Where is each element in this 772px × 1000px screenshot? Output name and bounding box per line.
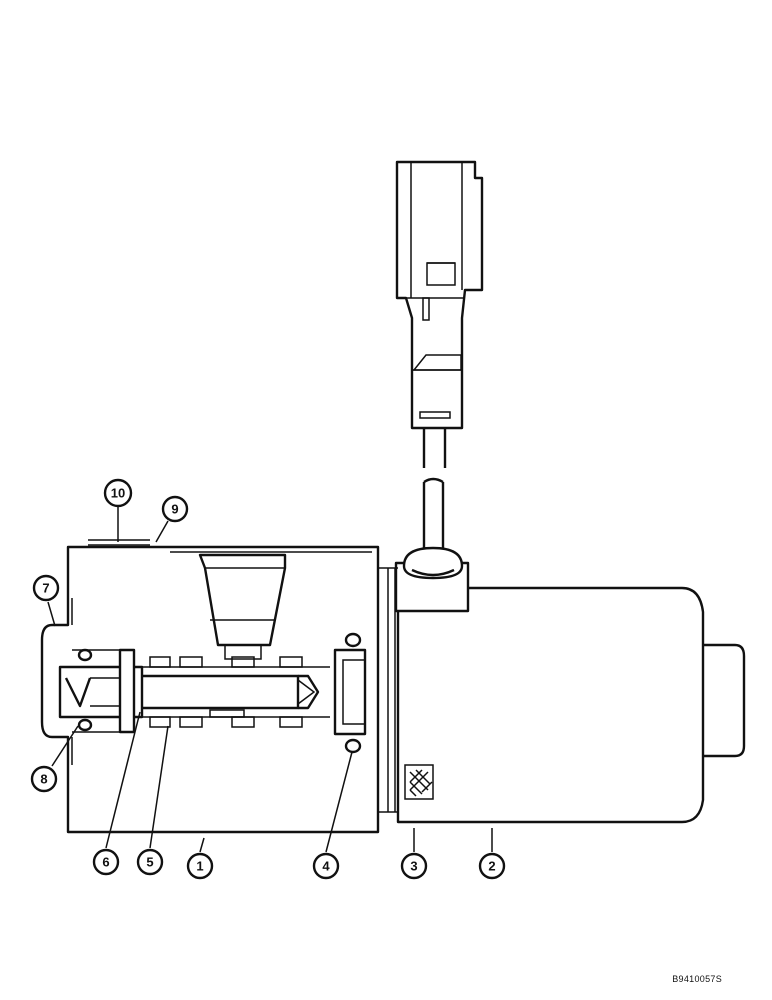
svg-text:9: 9 <box>171 502 178 517</box>
svg-text:7: 7 <box>42 581 49 596</box>
wire-lead <box>422 477 445 550</box>
callout-4: 4 <box>312 852 340 880</box>
svg-text:8: 8 <box>40 772 47 787</box>
solenoid-coil <box>394 546 746 824</box>
callout-1: 1 <box>186 852 214 880</box>
callout-5: 5 <box>136 848 164 876</box>
callout-7: 7 <box>32 574 60 602</box>
callout-2: 2 <box>478 852 506 880</box>
svg-text:4: 4 <box>322 859 330 874</box>
svg-text:1: 1 <box>196 859 203 874</box>
callout-6: 6 <box>92 848 120 876</box>
callout-9: 9 <box>161 495 189 523</box>
hex-nut-icon <box>404 764 434 800</box>
svg-text:5: 5 <box>146 855 153 870</box>
leader-lines <box>47 507 493 853</box>
valve-body <box>40 539 398 834</box>
callout-10: 10 <box>103 478 133 508</box>
callout-3: 3 <box>400 852 428 880</box>
svg-text:10: 10 <box>111 486 125 501</box>
figure-reference-code: B9410057S <box>672 974 722 984</box>
callout-8: 8 <box>30 765 58 793</box>
svg-text:6: 6 <box>102 855 109 870</box>
spool-assembly <box>58 632 367 754</box>
electrical-connector <box>395 160 484 468</box>
svg-text:3: 3 <box>410 859 417 874</box>
svg-text:2: 2 <box>488 859 495 874</box>
